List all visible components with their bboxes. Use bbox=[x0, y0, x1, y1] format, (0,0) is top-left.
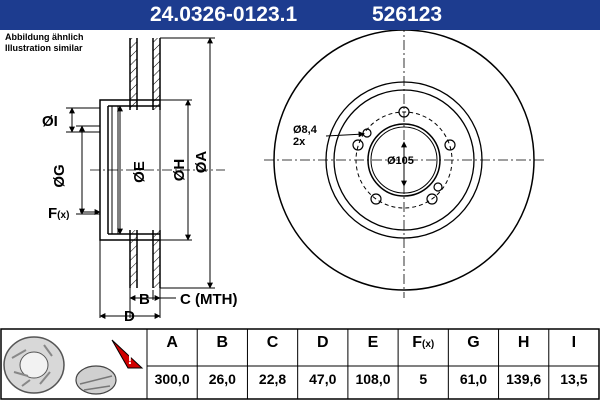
spec-header-G: G bbox=[467, 334, 480, 351]
dim-label-E: ØE bbox=[131, 161, 148, 183]
bolt-hole-count: 2x bbox=[293, 136, 306, 148]
spec-header-C: C bbox=[266, 334, 279, 351]
disc-ventilation-photo: ! bbox=[70, 332, 146, 396]
part-number: 24.0326-0123.1 bbox=[150, 3, 298, 26]
dim-label-A: ØA bbox=[193, 151, 210, 174]
spec-header-F: F(x) bbox=[412, 334, 435, 351]
dim-label-F: F(x) bbox=[48, 205, 69, 222]
dim-label-D: D bbox=[124, 308, 135, 325]
short-number: 526123 bbox=[372, 3, 443, 26]
spec-header-A: A bbox=[166, 334, 178, 351]
friction-ring-bottom bbox=[129, 230, 161, 288]
spec-header-I: I bbox=[571, 334, 577, 351]
spec-header-D: D bbox=[316, 334, 329, 351]
disc-photo bbox=[3, 336, 65, 394]
spec-value-H: 139,6 bbox=[506, 371, 542, 387]
spec-value-A: 300,0 bbox=[154, 371, 190, 387]
spec-table: ! bbox=[0, 328, 600, 400]
friction-ring-top bbox=[129, 38, 161, 110]
spec-value-B: 26,0 bbox=[208, 371, 236, 387]
dim-label-C: C (MTH) bbox=[180, 291, 237, 308]
illustration-note-en: Illustration similar bbox=[5, 43, 83, 53]
technical-drawing: ØI ØG ØE ØH ØA F(x) B C (MTH) D bbox=[42, 30, 544, 325]
dim-label-I: ØI bbox=[42, 113, 58, 130]
dim-label-G: ØG bbox=[51, 164, 68, 187]
spec-value-G: 61,0 bbox=[459, 371, 488, 387]
front-leader-lines bbox=[325, 131, 407, 187]
illustration-note-de: Abbildung ähnlich bbox=[5, 32, 84, 42]
bolt-hole-diameter: Ø8,4 bbox=[293, 124, 318, 136]
dim-label-B: B bbox=[139, 291, 150, 308]
bolt-hole bbox=[370, 193, 382, 205]
spec-value-I: 13,5 bbox=[560, 371, 588, 387]
disc-cross-section bbox=[99, 38, 161, 288]
spec-header-B: B bbox=[216, 334, 229, 351]
spec-value-F: 5 bbox=[419, 371, 428, 387]
bolt-hole bbox=[444, 139, 456, 151]
spec-header-E: E bbox=[367, 334, 379, 351]
spec-value-D: 47,0 bbox=[309, 371, 337, 387]
bolt-hole bbox=[352, 139, 364, 151]
hat-inner-walls bbox=[108, 105, 160, 235]
bolt-hole bbox=[426, 193, 438, 205]
locating-hole bbox=[433, 182, 443, 192]
spec-value-C: 22,8 bbox=[258, 371, 287, 387]
svg-text:!: ! bbox=[128, 351, 133, 367]
spec-value-E: 108,0 bbox=[355, 371, 391, 387]
title-bar: 24.0326-0123.1 526123 bbox=[0, 0, 600, 30]
dim-label-H: ØH bbox=[171, 159, 188, 182]
pitch-circle-diameter: Ø105 bbox=[387, 155, 414, 167]
spec-header-H: H bbox=[517, 334, 530, 351]
side-dimension-lines bbox=[66, 37, 215, 319]
